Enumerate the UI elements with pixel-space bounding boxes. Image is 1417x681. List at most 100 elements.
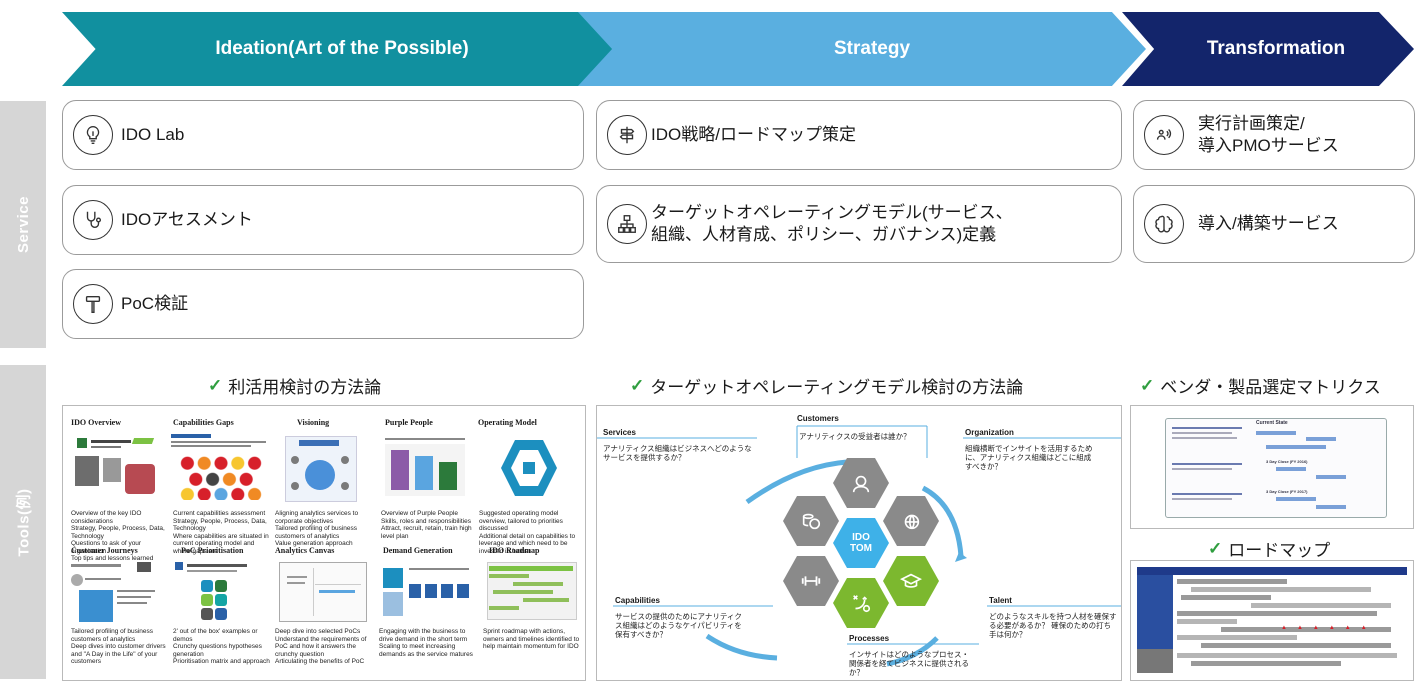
tool-heading-label: 利活用検討の方法論 — [228, 378, 382, 397]
phase-strategy: Strategy — [578, 12, 1146, 86]
tom-processes-title: Processes — [849, 634, 890, 643]
method-title: Customer Journeys — [71, 546, 138, 555]
tom-arrows — [597, 425, 1121, 667]
signpost-icon — [607, 115, 647, 155]
method-title: Demand Generation — [383, 546, 453, 555]
service-card-pmo[interactable]: 実行計画策定/ 導入PMOサービス — [1133, 100, 1415, 170]
tool-heading-label: ロードマップ — [1228, 541, 1331, 560]
methodology-panel: IDO Overview Capabilities Gaps Visioning… — [62, 405, 586, 681]
tom-center-label: IDO TOM — [849, 532, 873, 554]
customer-journeys-thumbnail — [71, 562, 161, 624]
method-title: IDO Roadmap — [489, 546, 540, 555]
phase-transformation: Transformation — [1122, 12, 1414, 86]
service-card-implementation[interactable]: 導入/構築サービス — [1133, 185, 1415, 263]
method-note: Tailored profiling of business customers… — [71, 628, 166, 665]
vendor-row-label: 3 Day Close (FY 2016) — [1266, 459, 1308, 464]
tom-organization-title: Organization — [965, 428, 1014, 437]
tom-capabilities-title: Capabilities — [615, 596, 660, 605]
strategy-play-icon — [853, 595, 871, 613]
coins-icon — [802, 513, 821, 530]
method-note: Deep dive into selected PoCs Understand … — [275, 628, 367, 665]
tool-heading-tom: ✓ ターゲットオペレーティングモデル検討の方法論 — [630, 373, 1023, 398]
service-label: ターゲットオペレーティングモデル(サービス、 組織、人材育成、ポリシー、ガバナン… — [651, 202, 1013, 246]
purple-people-thumbnail — [381, 434, 473, 504]
phase-strategy-label: Strategy — [833, 38, 911, 59]
analytics-canvas-thumbnail — [275, 562, 375, 624]
service-card-ido-strategy[interactable]: IDO戦略/ロードマップ策定 — [596, 100, 1122, 170]
check-icon: ✓ — [208, 375, 223, 395]
demand-generation-thumbnail — [379, 562, 479, 624]
check-icon: ✓ — [1140, 375, 1155, 395]
milestone-markers: ▲▲▲▲▲▲ — [1281, 625, 1377, 631]
method-note: 2' out of the box' examples or demos Cru… — [173, 628, 270, 665]
operating-model-thumbnail — [479, 434, 579, 504]
person-icon — [852, 475, 870, 493]
method-title: Purple People — [385, 418, 433, 427]
overview-thumbnail — [71, 434, 161, 504]
tom-customers-title: Customers — [797, 414, 839, 423]
poc-prioritisation-thumbnail — [173, 562, 273, 624]
brain-icon — [1144, 204, 1184, 244]
section-service-label: Service — [14, 196, 32, 253]
lightbulb-icon — [73, 115, 113, 155]
service-label: IDO戦略/ロードマップ策定 — [651, 125, 856, 144]
vendor-row-label: 3 Day Close (FY 2017) — [1266, 489, 1308, 494]
method-note: Overview of Purple People Skills, roles … — [381, 510, 472, 540]
tool-heading-label: ベンダ・製品選定マトリクス — [1160, 378, 1381, 397]
tom-talent-text: どのようなスキルを持つ人材を確保する必要があるか？ 確保のための打ち手は何か？ — [989, 612, 1117, 639]
service-label: IDOアセスメント — [121, 210, 253, 229]
service-card-ido-assessment[interactable]: IDOアセスメント — [62, 185, 584, 255]
method-note: Sprint roadmap with actions, owners and … — [483, 628, 580, 650]
service-label-line1: 実行計画策定/ — [1198, 114, 1305, 133]
section-tools-label: Tools(例) — [15, 488, 33, 556]
tom-capabilities-text: サービスの提供のためにアナリティクス組織はどのようなケイパビリティを保有すべきか… — [615, 612, 742, 639]
tom-organization-text: 組織横断でインサイトを活用するために、アナリティクス組織はどこに組成すべきか？ — [965, 444, 1093, 471]
service-card-poc[interactable]: PoC検証 — [62, 269, 584, 339]
org-chart-icon — [607, 204, 647, 244]
vendor-matrix-panel: Current State 3 Day Close (FY 2016) 3 Da… — [1130, 405, 1414, 529]
capabilities-gaps-thumbnail — [171, 434, 271, 504]
visioning-thumbnail — [275, 434, 371, 504]
speaker-icon — [1144, 115, 1184, 155]
tool-heading-roadmap: ✓ ロードマップ — [1208, 536, 1330, 561]
service-label-line1: ターゲットオペレーティングモデル(サービス、 — [651, 203, 1013, 222]
method-title: Analytics Canvas — [275, 546, 335, 555]
service-label: IDO Lab — [121, 125, 185, 144]
tool-heading-vendor: ✓ ベンダ・製品選定マトリクス — [1140, 373, 1381, 398]
vendor-window-title: Current State — [1256, 420, 1288, 426]
tom-panel: IDO TOM Customers アナリティクスの受益者は誰か？ Servic… — [596, 405, 1122, 681]
tool-heading-label: ターゲットオペレーティングモデル検討の方法論 — [650, 378, 1024, 397]
globe-icon — [904, 514, 920, 530]
method-note: Overview of the key IDO considerations S… — [71, 510, 165, 562]
roadmap-panel: ▲▲▲▲▲▲ — [1130, 560, 1414, 681]
method-title: Capabilities Gaps — [173, 418, 234, 427]
method-note: Suggested operating model overview, tail… — [479, 510, 576, 555]
method-title: Visioning — [297, 418, 330, 427]
dumbbell-icon — [801, 576, 821, 586]
service-label-line2: 組織、人材育成、ポリシー、ガバナンス)定義 — [651, 225, 997, 244]
tom-services-title: Services — [603, 428, 636, 437]
service-label-line2: 導入PMOサービス — [1198, 136, 1339, 155]
section-tools: Tools(例) — [0, 365, 46, 679]
tom-services-text: アナリティクス組織はビジネスへどのようなサービスを提供するか？ — [603, 444, 752, 462]
hammer-icon — [73, 284, 113, 324]
phase-transformation-label: Transformation — [1206, 38, 1346, 59]
method-note: Aligning analytics services to corporate… — [275, 510, 359, 547]
tool-heading-methodology: ✓ 利活用検討の方法論 — [208, 373, 381, 398]
service-label: 実行計画策定/ 導入PMOサービス — [1198, 113, 1339, 157]
stethoscope-icon — [73, 200, 113, 240]
graduation-cap-icon — [900, 573, 922, 588]
roadmap-header — [1137, 567, 1407, 575]
method-note: Engaging with the business to drive dema… — [379, 628, 473, 658]
method-title: Operating Model — [478, 418, 537, 427]
method-title: PoC Prioritisation — [181, 546, 244, 555]
vendor-window: Current State 3 Day Close (FY 2016) 3 Da… — [1165, 418, 1387, 518]
tom-talent-title: Talent — [989, 596, 1012, 605]
check-icon: ✓ — [630, 375, 645, 395]
phase-ideation: Ideation(Art of the Possible) — [62, 12, 622, 86]
service-card-tom[interactable]: ターゲットオペレーティングモデル(サービス、 組織、人材育成、ポリシー、ガバナン… — [596, 185, 1122, 263]
method-note: Current capabilities assessment Strategy… — [173, 510, 269, 555]
service-card-ido-lab[interactable]: IDO Lab — [62, 100, 584, 170]
section-service: Service — [0, 101, 46, 348]
check-icon: ✓ — [1208, 538, 1223, 558]
